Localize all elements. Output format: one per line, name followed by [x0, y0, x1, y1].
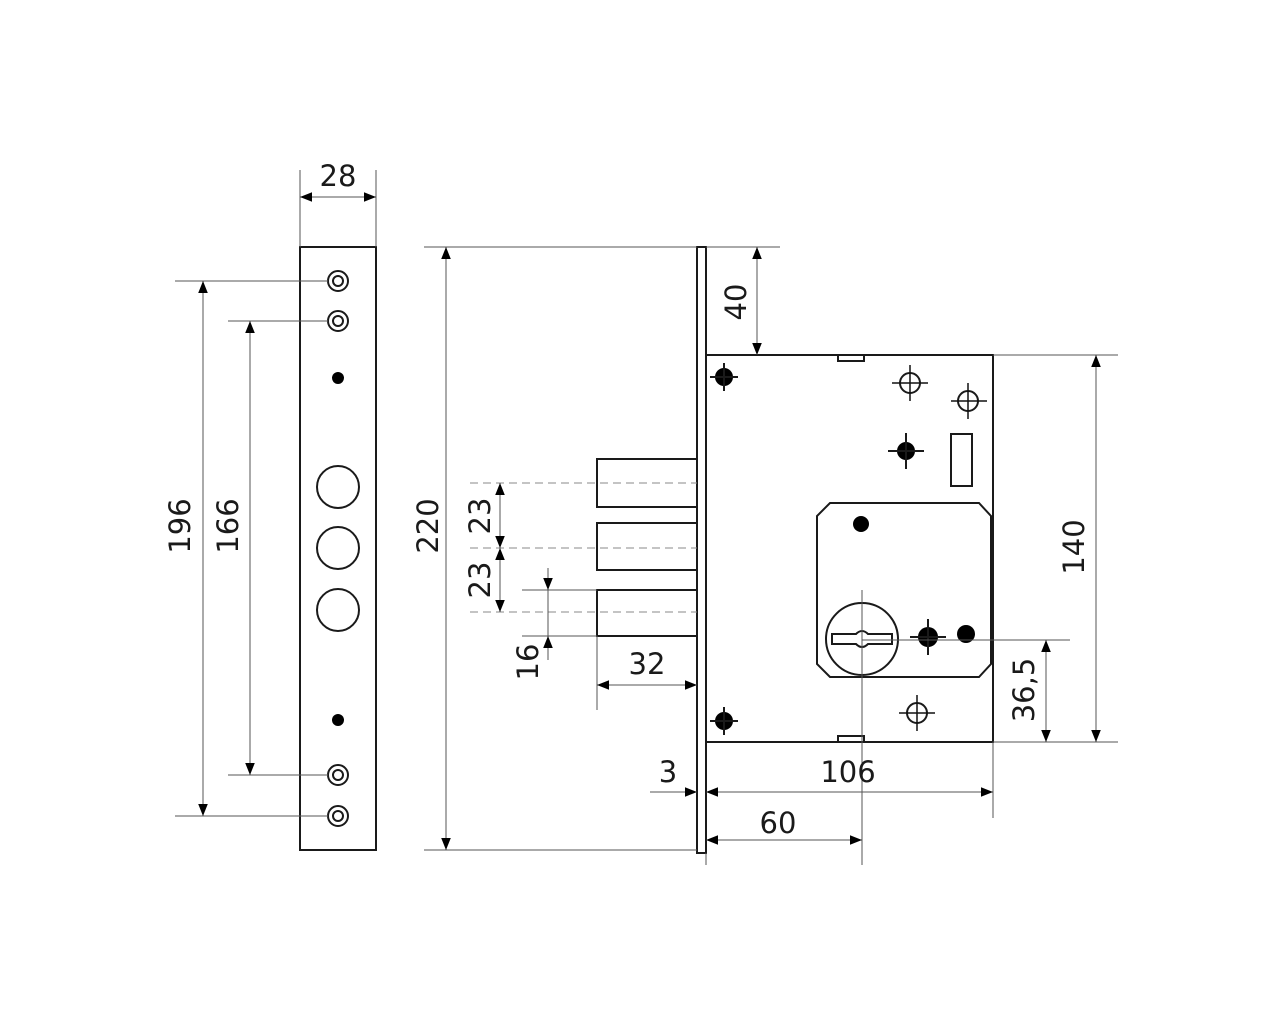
keyhole-icon — [831, 630, 893, 648]
crosshair-hole-icon — [951, 383, 987, 419]
bolt — [596, 522, 698, 571]
dim-40: 40 — [706, 246, 780, 355]
svg-text:166: 166 — [211, 498, 245, 553]
dim-196: 196 — [163, 280, 328, 817]
svg-text:140: 140 — [1057, 519, 1091, 574]
pin-dot — [332, 372, 344, 384]
dim-140: 140 — [993, 354, 1118, 743]
bolt-hole — [316, 588, 360, 632]
pin-dot — [332, 714, 344, 726]
svg-text:36,5: 36,5 — [1007, 658, 1041, 723]
faceplate-front-view — [299, 246, 377, 851]
dim-166: 166 — [211, 320, 328, 776]
cylinder-plate — [816, 502, 992, 678]
lock-case — [705, 354, 994, 743]
svg-text:32: 32 — [629, 647, 666, 681]
bolt-hole — [316, 465, 360, 509]
screw-hole-icon — [327, 764, 349, 786]
crosshair-hole-icon — [899, 695, 935, 731]
screw-hole-icon — [327, 270, 349, 292]
bolt — [596, 589, 698, 637]
crosshair-hole-icon — [892, 365, 928, 401]
dim-36-5: 36,5 — [1007, 640, 1051, 742]
bolt-hole — [316, 526, 360, 570]
dim-16: 16 — [511, 568, 597, 680]
svg-text:16: 16 — [511, 644, 545, 681]
dim-106: 106 — [706, 742, 994, 818]
svg-text:23: 23 — [463, 498, 497, 535]
slot — [950, 433, 973, 487]
screw-hole-icon — [327, 310, 349, 332]
svg-text:3: 3 — [659, 755, 677, 789]
svg-text:40: 40 — [719, 284, 753, 321]
dim-28: 28 — [299, 159, 377, 247]
screw-filled-icon — [710, 363, 738, 391]
faceplate — [696, 246, 707, 854]
svg-text:23: 23 — [463, 562, 497, 599]
lock-side-view — [470, 246, 1070, 865]
svg-text:196: 196 — [163, 498, 197, 553]
screw-filled-icon — [910, 619, 946, 655]
svg-text:60: 60 — [760, 806, 797, 840]
screw-filled-icon — [710, 707, 738, 735]
screw-hole-icon — [327, 805, 349, 827]
svg-text:220: 220 — [411, 498, 445, 553]
dim-220: 220 — [411, 246, 697, 851]
dim-60: 60 — [706, 806, 862, 845]
dim-32: 32 — [596, 636, 697, 710]
dim-3: 3 — [650, 755, 707, 865]
screw-filled-icon — [888, 433, 924, 469]
svg-text:28: 28 — [320, 159, 357, 193]
svg-text:106: 106 — [820, 755, 875, 789]
dim-23-b: 23 — [463, 548, 505, 612]
dim-23-a: 23 — [463, 483, 505, 548]
